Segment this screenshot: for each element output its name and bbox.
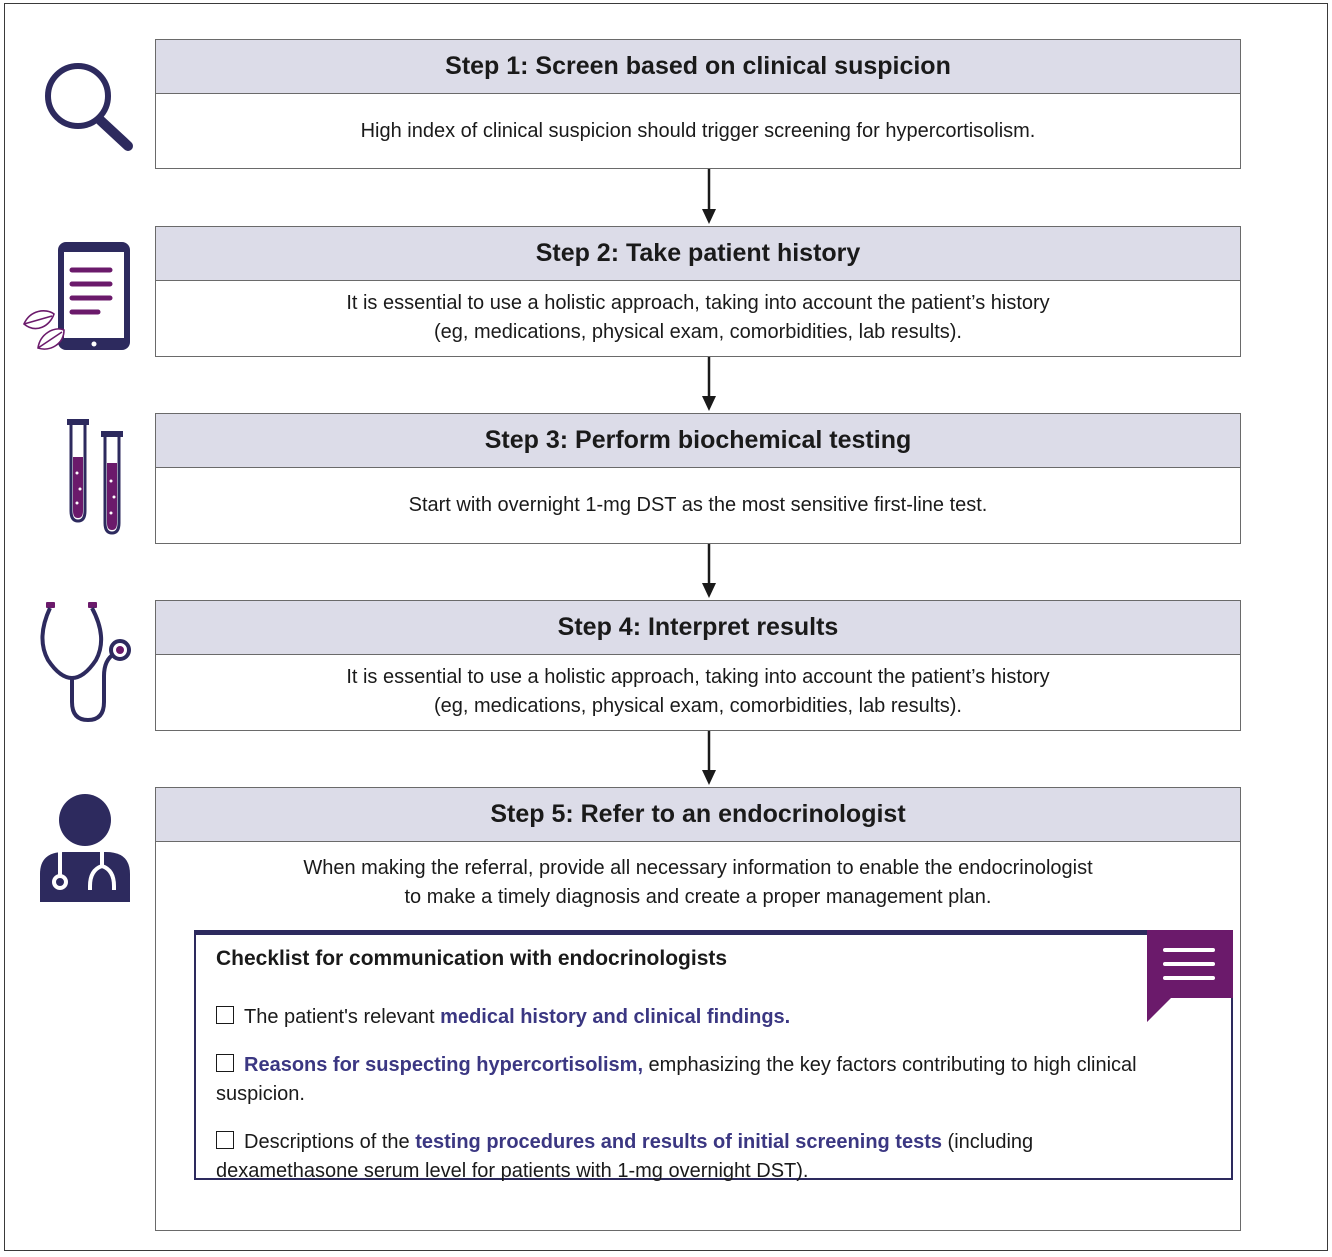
checklist-item: The patient's relevant medical history a…: [216, 1003, 1176, 1032]
checklist-item: Descriptions of the testing procedures a…: [216, 1128, 1176, 1186]
chat-bubble-icon: [1147, 930, 1233, 1022]
item-text: The patient's relevant: [244, 1006, 441, 1028]
step-description: Start with overnight 1-mg DST as the mos…: [408, 494, 988, 516]
item-highlight: Reasons for suspecting hypercortisolism,: [244, 1054, 643, 1076]
step-title: Step 3: Perform biochemical testing: [156, 414, 1240, 468]
step-5-box: Step 5: Refer to an endocrinologist When…: [155, 787, 1241, 1231]
checkbox[interactable]: [216, 1006, 234, 1024]
step-title: Step 4: Interpret results: [156, 601, 1240, 655]
item-text: (including dexamethasone serum level for…: [216, 1131, 1034, 1182]
leaf-icon: [23, 310, 65, 350]
arrow-down-icon: [702, 544, 716, 598]
stethoscope-icon: [40, 602, 131, 723]
step-description-line: It is essential to use a holistic approa…: [346, 292, 1050, 314]
checkbox[interactable]: [216, 1131, 234, 1149]
step-title: Step 2: Take patient history: [156, 227, 1240, 281]
arrow-down-icon: [702, 731, 716, 785]
item-highlight: testing procedures and results of initia…: [415, 1131, 942, 1153]
step-title: Step 5: Refer to an endocrinologist: [156, 788, 1240, 842]
step-3-box: Step 3: Perform biochemical testing Star…: [155, 413, 1241, 544]
step-title: Step 1: Screen based on clinical suspici…: [156, 40, 1240, 94]
step-description: High index of clinical suspicion should …: [360, 120, 1036, 142]
step-description-line: When making the referral, provide all ne…: [303, 857, 1093, 879]
item-text: Descriptions of the: [244, 1131, 416, 1153]
test-tubes-icon: [67, 419, 123, 535]
item-highlight: medical history and clinical findings.: [440, 1006, 791, 1028]
magnifier-icon: [45, 63, 133, 151]
doctor-icon: [40, 794, 130, 902]
step-description-line: (eg, medications, physical exam, comorbi…: [434, 321, 962, 343]
step-description-line: (eg, medications, physical exam, comorbi…: [434, 695, 962, 717]
arrow-down-icon: [702, 169, 716, 224]
step-4-box: Step 4: Interpret results It is essentia…: [155, 600, 1241, 731]
arrow-down-icon: [702, 357, 716, 411]
checklist-box: Checklist for communication with endocri…: [194, 930, 1233, 1182]
checkbox[interactable]: [216, 1054, 234, 1072]
tablet-document-icon: [23, 242, 130, 350]
step-description-line: It is essential to use a holistic approa…: [346, 666, 1050, 688]
item-text: emphasizing the key factors contributing…: [216, 1054, 1137, 1105]
diagram-frame: [4, 3, 1328, 1251]
checklist-title: Checklist for communication with endocri…: [216, 947, 728, 970]
checklist-item: Reasons for suspecting hypercortisolism,…: [216, 1051, 1176, 1109]
step-2-box: Step 2: Take patient history It is essen…: [155, 226, 1241, 357]
step-1-box: Step 1: Screen based on clinical suspici…: [155, 39, 1241, 169]
step-description-line: to make a timely diagnosis and create a …: [404, 886, 992, 908]
